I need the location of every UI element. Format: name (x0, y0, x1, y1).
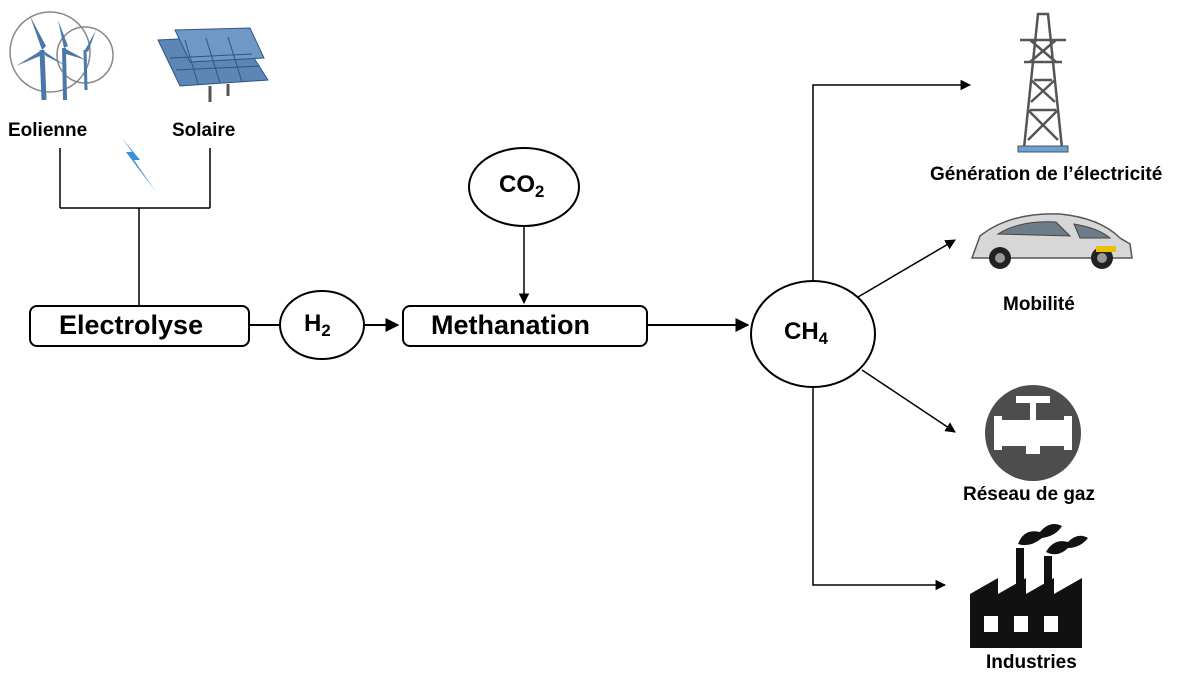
to-mobility-arrow (857, 239, 956, 298)
ch4-subscript: 4 (818, 328, 829, 348)
methanation-label: Methanation (431, 310, 590, 340)
to-electricity-arrow (812, 79, 972, 281)
gas-valve-icon (985, 385, 1081, 481)
wind-label: Eolienne (8, 120, 88, 141)
solar-label: Solaire (172, 120, 236, 141)
ch4-label: CH4 (784, 318, 829, 348)
solar-panel-icon (157, 27, 269, 102)
h2-main-text: H (304, 310, 322, 337)
factory-icon (970, 524, 1088, 648)
industries-label: Industries (986, 652, 1077, 673)
electrolyse-label: Electrolyse (59, 310, 204, 340)
ch4-outputs (812, 79, 972, 591)
h2-subscript: 2 (321, 320, 331, 340)
co2-label: CO2 (499, 171, 545, 201)
car-icon (970, 213, 1133, 269)
h2-label: H2 (304, 310, 331, 340)
lightning-bolt-icon (122, 138, 156, 192)
gas-network-label: Réseau de gaz (963, 484, 1095, 505)
to-gas-network-arrow (861, 369, 956, 433)
mobility-label: Mobilité (1003, 294, 1075, 315)
source-connector (59, 148, 211, 305)
wind-turbine-icon (9, 11, 114, 101)
power-pylon-icon (1017, 12, 1069, 153)
co2-subscript: 2 (535, 181, 545, 201)
to-industries-arrow (812, 387, 947, 591)
co2-main-text: CO (499, 171, 535, 198)
electricity-label: Génération de l’électricité (930, 164, 1163, 185)
ch4-main-text: CH (784, 318, 819, 345)
